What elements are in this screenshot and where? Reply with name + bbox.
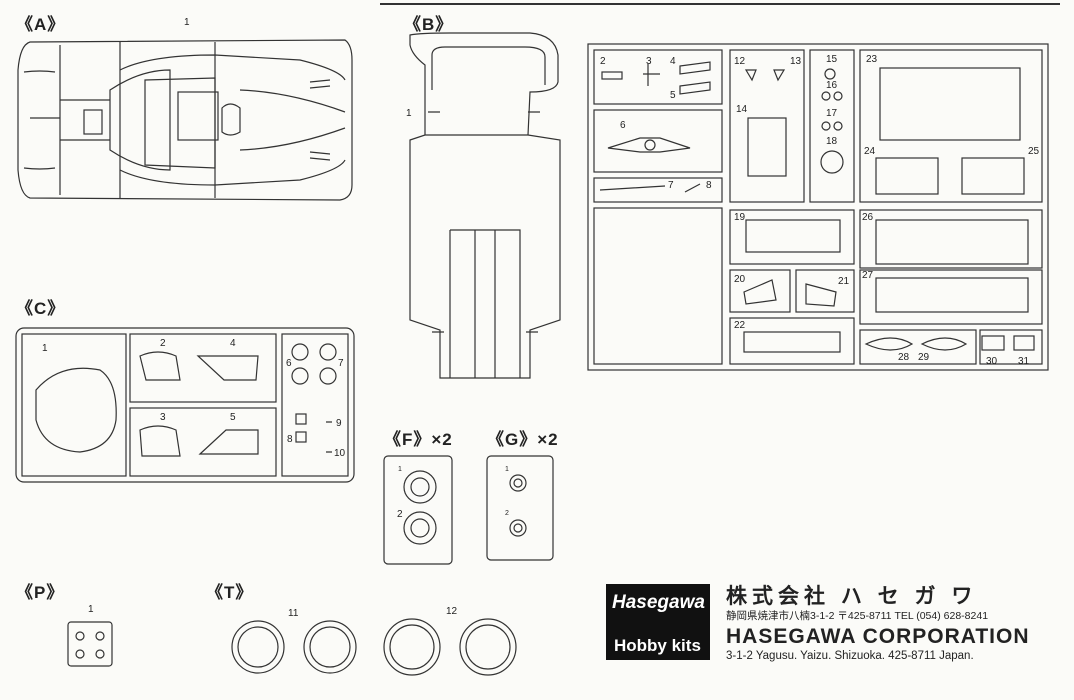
company-name-japanese: 株式会社 ハ セ ガ ワ — [726, 585, 978, 608]
part-number: 5 — [230, 412, 236, 423]
part-number: 2 — [160, 338, 166, 349]
wheel-parts — [403, 470, 527, 545]
sprue-label-b: 《B》 — [404, 15, 454, 34]
part-number: 8 — [287, 434, 293, 445]
part-number: 28 — [898, 352, 910, 363]
part-number: 11 — [288, 608, 299, 619]
part-number: 1 — [406, 108, 412, 119]
part-number: 8 — [706, 180, 712, 191]
company-address-english: 3-1-2 Yagusu. Yaizu. Shizuoka. 425-8711 … — [726, 650, 974, 662]
logo-brand-text: Hasegawa — [612, 592, 705, 613]
part-number: 6 — [620, 120, 626, 131]
part-number: 21 — [838, 276, 850, 287]
part-number: 5 — [670, 90, 676, 101]
part-number: 13 — [790, 56, 802, 67]
part-number: 25 — [1028, 146, 1040, 157]
part-number: 20 — [734, 274, 746, 285]
part-number: 19 — [734, 212, 746, 223]
part-number: 12 — [734, 56, 746, 67]
sprue-label-a: 《A》 — [16, 15, 66, 34]
canopy-sprue-frame — [15, 327, 355, 483]
part-number: 14 — [736, 104, 748, 115]
sprue-g-frame — [486, 455, 554, 561]
company-name-english: HASEGAWA CORPORATION — [726, 625, 1030, 648]
sprue-f-frame — [383, 455, 453, 565]
sprue-label-f: 《F》×2 — [384, 430, 453, 449]
sprue-label-p: 《P》 — [16, 583, 65, 602]
part-number: 26 — [862, 212, 874, 223]
part-number: 12 — [446, 606, 458, 617]
part-number: 4 — [670, 56, 676, 67]
part-number: 1 — [88, 604, 94, 615]
part-number: 1 — [398, 466, 402, 473]
part-number: 1 — [42, 343, 48, 354]
part-number: 15 — [826, 54, 838, 65]
part-number: 3 — [646, 56, 652, 67]
part-number: 7 — [338, 358, 344, 369]
interior-sprue-frame — [587, 43, 1049, 371]
part-number: 2 — [600, 56, 606, 67]
tire-parts — [231, 618, 517, 676]
part-number: 18 — [826, 136, 838, 147]
sprue-p-part — [67, 621, 113, 667]
part-number: 31 — [1018, 356, 1030, 367]
sprue-label-t: 《T》 — [206, 583, 254, 602]
part-number: 10 — [334, 448, 346, 459]
part-number: 24 — [864, 146, 876, 157]
company-address-japanese: 静岡県焼津市八楠3-1-2 〒425-8711 TEL (054) 628-82… — [726, 610, 989, 622]
part-number: 22 — [734, 320, 746, 331]
part-number: 23 — [866, 54, 878, 65]
part-number: 29 — [918, 352, 930, 363]
part-number: 2 — [505, 510, 509, 517]
part-number: 1 — [184, 17, 190, 28]
logo-kits-text: Hobby kits — [614, 636, 701, 655]
chassis-outline — [409, 32, 561, 379]
part-number: 30 — [986, 356, 998, 367]
part-number: 3 — [160, 412, 166, 423]
part-number: 16 — [826, 80, 838, 91]
sprue-label-g: 《G》×2 — [487, 430, 559, 449]
part-number: 1 — [505, 466, 509, 473]
part-number: 7 — [668, 180, 674, 191]
part-number: 6 — [286, 358, 292, 369]
sprue-label-c: 《C》 — [16, 299, 66, 318]
part-number: 9 — [336, 418, 342, 429]
body-shell-top-view — [17, 39, 353, 201]
hasegawa-logo: Hasegawa Hobby kits — [606, 584, 710, 660]
part-number: 4 — [230, 338, 236, 349]
part-number: 27 — [862, 270, 874, 281]
part-number: 2 — [397, 509, 403, 520]
part-number: 17 — [826, 108, 838, 119]
